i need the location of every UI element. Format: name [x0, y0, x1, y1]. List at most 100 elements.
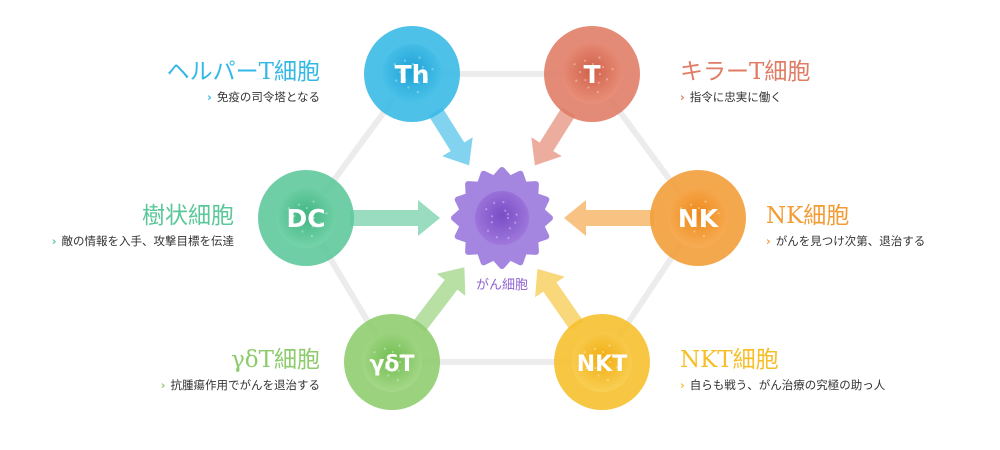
- label-nk-title: NK細胞: [766, 203, 850, 229]
- label-dc-desc: › 敵の情報を入手、攻撃目標を伝達: [52, 234, 234, 248]
- node-speckle: [293, 214, 296, 218]
- node-speckle: [395, 79, 398, 82]
- node-speckle: [704, 216, 708, 220]
- node-speckle: [594, 367, 597, 370]
- label-nk-desc-text: がんを見つけ次第、退治する: [775, 234, 926, 248]
- node-nk-inner: [668, 188, 728, 248]
- node-speckle: [608, 344, 611, 347]
- label-th: ヘルパーT細胞 ›免疫の司令塔となる: [167, 58, 320, 104]
- node-speckle: [717, 212, 720, 215]
- node-gdt-abbr: γδT: [369, 352, 414, 377]
- node-speckle: [596, 91, 600, 94]
- chevron-right-icon: ›: [51, 234, 57, 248]
- node-speckle: [418, 72, 422, 76]
- node-speckle: [287, 207, 290, 210]
- node-speckle: [399, 70, 402, 74]
- node-dc-abbr: DC: [286, 204, 325, 233]
- node-speckle: [573, 63, 576, 66]
- label-t-desc-text: 指令に忠実に働く: [689, 90, 782, 104]
- label-gdt-title: γδT細胞: [231, 347, 320, 373]
- node-speckle: [373, 351, 376, 354]
- node-speckle: [587, 86, 590, 89]
- cancer-cell-speckle: [507, 236, 510, 240]
- node-speckle: [312, 216, 316, 220]
- node-speckle: [403, 59, 407, 62]
- label-nkt-desc: ›自らも戦う、がん治療の究極の助っ人: [680, 378, 885, 392]
- node-speckle: [383, 347, 387, 350]
- node-t: T: [544, 26, 640, 122]
- node-nkt: NKT: [554, 314, 650, 410]
- node-speckle: [391, 350, 394, 354]
- node-speckle: [297, 203, 301, 206]
- node-speckle: [407, 86, 410, 89]
- chevron-right-icon: ›: [680, 378, 685, 392]
- label-th-desc: ›免疫の司令塔となる: [167, 90, 320, 104]
- node-speckle: [397, 369, 400, 372]
- node-th-inner: [382, 44, 442, 104]
- node-speckle: [693, 230, 696, 233]
- label-dc-desc-text: 敵の情報を入手、攻撃目標を伝達: [61, 234, 235, 248]
- cancer-cell-speckle: [486, 229, 490, 232]
- arrow-gdt: [412, 267, 466, 332]
- label-nkt-title: NKT細胞: [680, 347, 779, 373]
- node-speckle: [704, 200, 707, 203]
- node-speckle: [375, 367, 378, 370]
- node-speckle: [416, 91, 419, 94]
- node-speckle: [311, 225, 314, 228]
- node-speckle: [597, 81, 600, 84]
- node-speckle: [607, 369, 610, 372]
- node-speckle: [289, 223, 292, 226]
- cancer-cell: [451, 167, 553, 269]
- node-speckle: [393, 63, 396, 66]
- node-speckle: [606, 78, 609, 81]
- node-dc-inner: [276, 188, 336, 248]
- label-dc: 樹状細胞 ›敵の情報を入手、攻撃目標を伝達: [52, 202, 234, 248]
- node-speckle: [417, 81, 420, 84]
- node-t-inner: [562, 44, 622, 104]
- node-speckle: [585, 367, 588, 370]
- node-dc: DC: [258, 170, 354, 266]
- node-speckle: [589, 358, 592, 362]
- node-speckle: [601, 65, 605, 69]
- node-speckle: [404, 79, 407, 82]
- arrows-layer: [350, 107, 654, 332]
- node-speckle: [712, 222, 715, 225]
- label-nk: NK細胞 ›がんを見つけ次第、退治する: [766, 202, 925, 248]
- node-speckle: [621, 356, 624, 359]
- node-speckle: [384, 367, 387, 370]
- cancer-cell-label: がん細胞: [476, 278, 528, 293]
- node-speckle: [312, 200, 315, 203]
- node-speckle: [426, 78, 429, 81]
- cancer-cell-core: [475, 191, 529, 245]
- label-t-title: キラーT細胞: [680, 59, 811, 85]
- node-speckle: [310, 235, 313, 238]
- node-speckle: [697, 206, 701, 210]
- node-speckle: [301, 230, 304, 233]
- node-speckle: [305, 206, 308, 210]
- node-speckle: [411, 356, 414, 359]
- node-speckle: [690, 223, 693, 226]
- node-speckle: [707, 209, 711, 213]
- cancer-cell-speckle: [506, 213, 509, 216]
- label-t: キラーT細胞 ›指令に忠実に働く: [680, 58, 810, 104]
- cancer-cell-speckle: [515, 213, 518, 216]
- cancer-cell-speckle: [490, 221, 493, 224]
- node-speckle: [703, 225, 706, 228]
- chevron-right-icon: ›: [207, 90, 212, 104]
- node-speckle: [406, 366, 409, 369]
- arrow-dc: [350, 200, 440, 236]
- cancer-cell-speckle: [504, 209, 507, 212]
- node-gdt-inner: [362, 332, 422, 392]
- node-speckle: [608, 360, 612, 364]
- node-speckle: [398, 344, 401, 347]
- node-speckle: [379, 358, 382, 362]
- node-speckle: [325, 212, 328, 215]
- cancer-cell-speckle: [495, 236, 498, 239]
- node-speckle: [702, 235, 706, 238]
- node-speckle: [396, 379, 399, 382]
- node-speckle: [593, 347, 597, 350]
- arrow-t: [531, 107, 576, 166]
- label-gdt-desc-text: 抗腫瘍作用でがんを退治する: [170, 378, 321, 392]
- node-speckle: [583, 59, 587, 62]
